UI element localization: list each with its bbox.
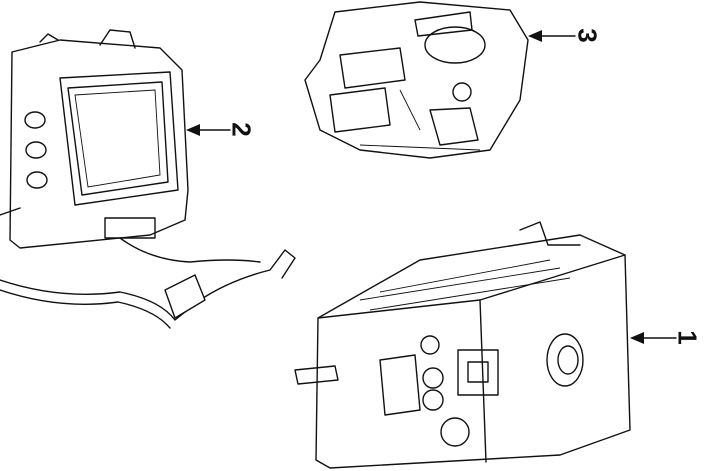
callout-arrow-1 — [630, 332, 677, 344]
part-1-box-unit — [294, 221, 631, 469]
part-2-control-module — [0, 29, 296, 329]
callout-label-3: 3 — [572, 28, 603, 43]
callout-label-2: 2 — [226, 122, 257, 137]
callout-label-1: 1 — [672, 330, 703, 345]
callout-arrow-2 — [186, 124, 231, 136]
callout-arrow-3 — [528, 30, 576, 42]
part-3-bracket — [304, 1, 529, 159]
